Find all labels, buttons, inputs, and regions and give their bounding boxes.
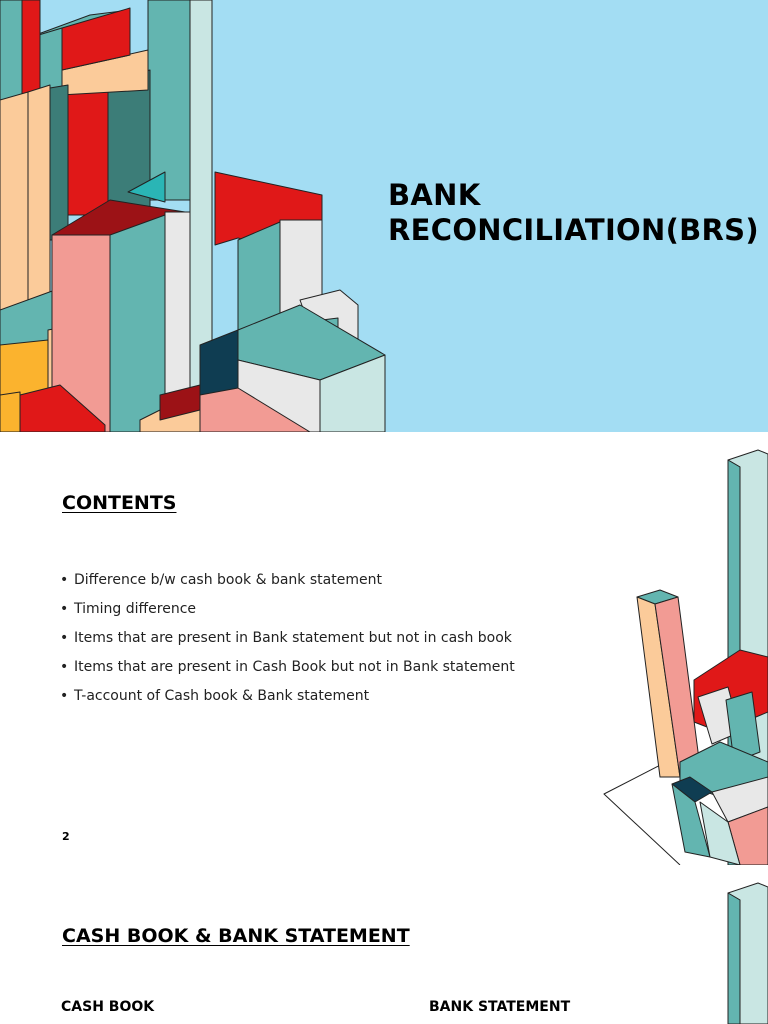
side-tower-illustration bbox=[727, 882, 768, 1024]
list-item: Timing difference bbox=[60, 595, 515, 624]
cash-book-bank-statement-slide: CASH BOOK & BANK STATEMENT CASH BOOK BAN… bbox=[0, 865, 768, 1024]
contents-heading: CONTENTS bbox=[62, 492, 177, 514]
list-item: T-account of Cash book & Bank statement bbox=[60, 682, 515, 711]
title-line-1: BANK bbox=[388, 178, 481, 212]
title-line-2: RECONCILIATION(BRS) bbox=[388, 213, 759, 247]
city-blocks-illustration bbox=[0, 0, 386, 432]
page-number: 2 bbox=[62, 830, 70, 843]
list-item: Difference b/w cash book & bank statemen… bbox=[60, 566, 515, 595]
title-slide: BANK RECONCILIATION(BRS) bbox=[0, 0, 768, 432]
side-blocks-illustration bbox=[603, 449, 768, 865]
cash-book-label: CASH BOOK bbox=[61, 999, 155, 1015]
list-item: Items that are present in Bank statement… bbox=[60, 624, 515, 653]
presentation-title: BANK RECONCILIATION(BRS) bbox=[388, 178, 759, 248]
bank-statement-label: BANK STATEMENT bbox=[429, 999, 571, 1015]
list-item: Items that are present in Cash Book but … bbox=[60, 653, 515, 682]
contents-slide: CONTENTS Difference b/w cash book & bank… bbox=[0, 432, 768, 865]
cash-book-bank-statement-heading: CASH BOOK & BANK STATEMENT bbox=[62, 925, 410, 947]
contents-list: Difference b/w cash book & bank statemen… bbox=[60, 566, 515, 711]
